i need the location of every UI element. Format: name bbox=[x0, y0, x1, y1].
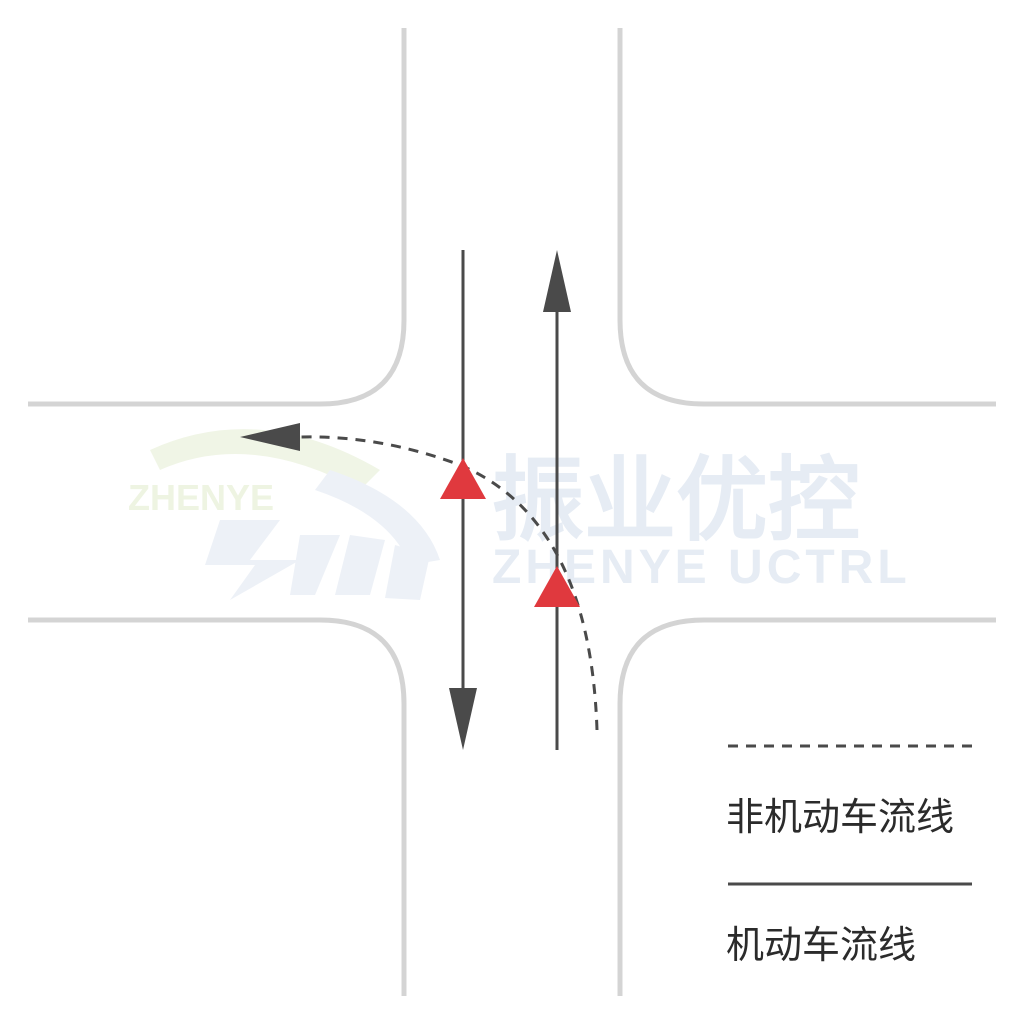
road-edge-bottom-right bbox=[617, 617, 996, 996]
road-edge-top-left bbox=[28, 28, 407, 407]
watermark-brand-cn: 振业优控 bbox=[492, 447, 860, 554]
legend-motor-flow-label: 机动车流线 bbox=[726, 923, 917, 967]
arrow-left-icon bbox=[240, 423, 300, 451]
road-edge-bottom-left bbox=[28, 617, 407, 996]
motor-flow-southbound bbox=[449, 250, 477, 750]
watermark-brand-en-small: ZHENYE bbox=[128, 477, 274, 518]
watermark-sunburst-icon bbox=[150, 429, 440, 600]
arrow-down-icon bbox=[449, 688, 477, 750]
motor-flow-northbound bbox=[543, 250, 571, 750]
arrow-up-icon bbox=[543, 250, 571, 312]
non-motor-flow-left-turn bbox=[240, 423, 599, 731]
conflict-point-marker bbox=[440, 458, 486, 499]
conflict-point-marker bbox=[534, 566, 580, 607]
watermark-logo: ZHENYE 振业优控 ZHENYE UCTRL bbox=[128, 429, 907, 600]
road-edges bbox=[28, 28, 996, 996]
road-edge-top-right bbox=[617, 28, 996, 407]
legend-non-motor-flow-label: 非机动车流线 bbox=[726, 795, 955, 839]
